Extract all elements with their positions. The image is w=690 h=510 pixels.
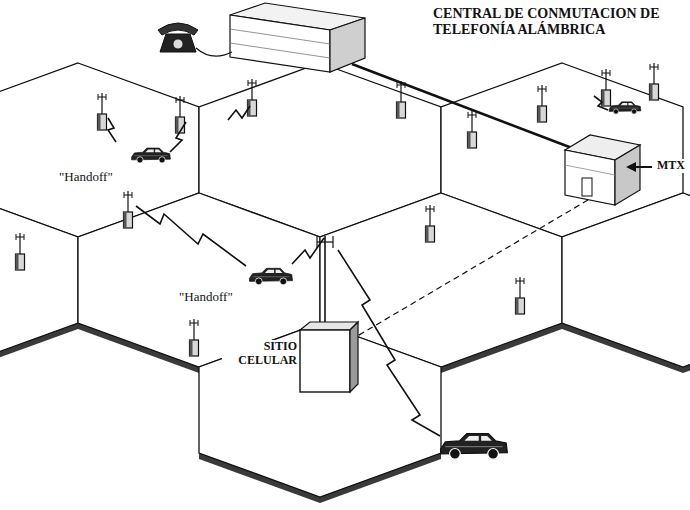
mtx-label: MTX (656, 159, 686, 173)
building-title: CENTRAL DE CONMUTACION DE TELEFONÍA ALÁM… (432, 6, 664, 38)
cell-site-label: SITIO CELULAR (222, 340, 298, 368)
handoff-label: "Handoff" (178, 290, 234, 305)
handoff-label: "Handoff" (58, 170, 114, 185)
